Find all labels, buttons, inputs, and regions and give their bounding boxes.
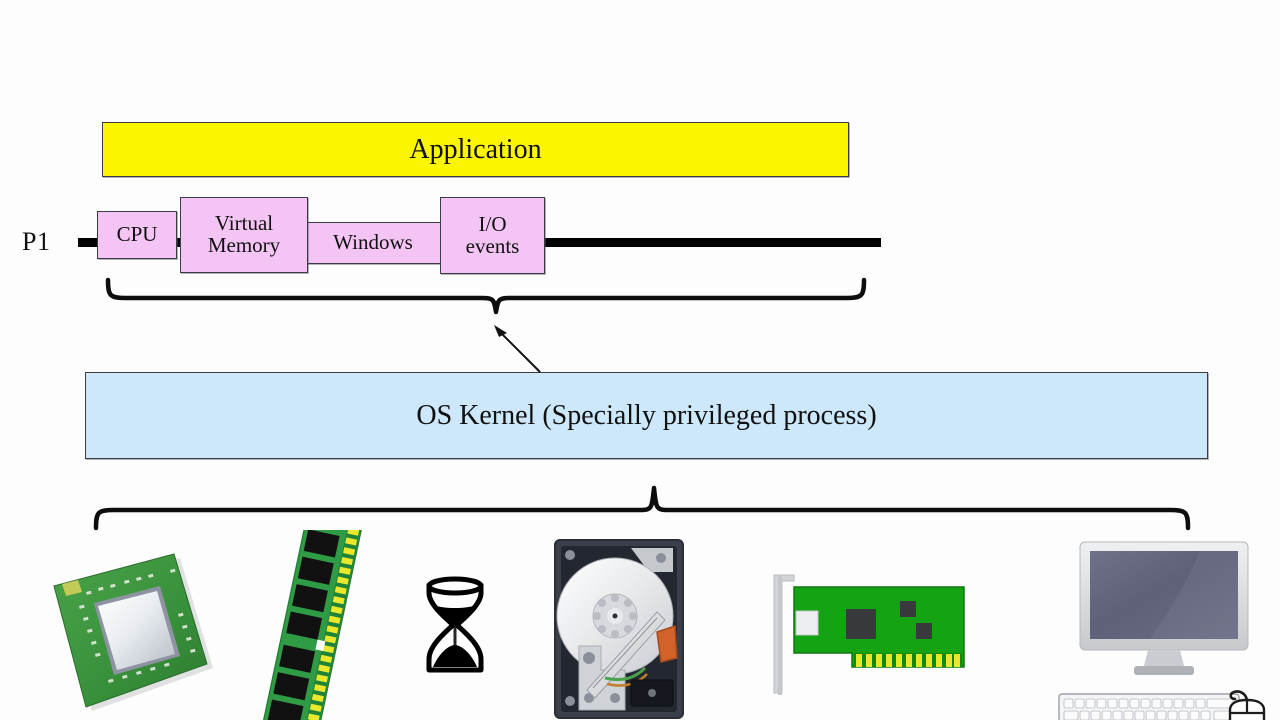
hardware-scope-brace [93, 485, 1191, 531]
segment-windows: Windows [303, 222, 443, 264]
network-card-icon [773, 574, 965, 695]
segment-io-events-label: I/O events [465, 211, 520, 258]
ram-module-icon [259, 530, 363, 720]
segment-cpu: CPU [97, 211, 177, 259]
keyboard-icon [1058, 693, 1240, 720]
process-label-p1: P1 [22, 227, 51, 256]
segment-virtual-memory: Virtual Memory [180, 197, 308, 273]
segment-virtual-memory-label: Virtual Memory [207, 211, 281, 257]
kernel-to-process-arrow [494, 325, 541, 373]
cpu-chip-icon [53, 553, 213, 711]
monitor-icon [1079, 541, 1249, 675]
segment-cpu-label: CPU [116, 222, 158, 247]
process-scope-brace [105, 277, 867, 315]
os-kernel-box: OS Kernel (Specially privileged process) [85, 372, 1208, 459]
mouse-icon [1228, 690, 1266, 720]
application-box: Application [102, 122, 849, 177]
hard-disk-drive-icon [554, 539, 684, 719]
segment-io-events: I/O events [440, 197, 545, 274]
segment-windows-label: Windows [333, 230, 413, 255]
hourglass-icon [426, 576, 484, 673]
application-label: Application [409, 133, 542, 165]
os-kernel-label: OS Kernel (Specially privileged process) [416, 399, 877, 431]
